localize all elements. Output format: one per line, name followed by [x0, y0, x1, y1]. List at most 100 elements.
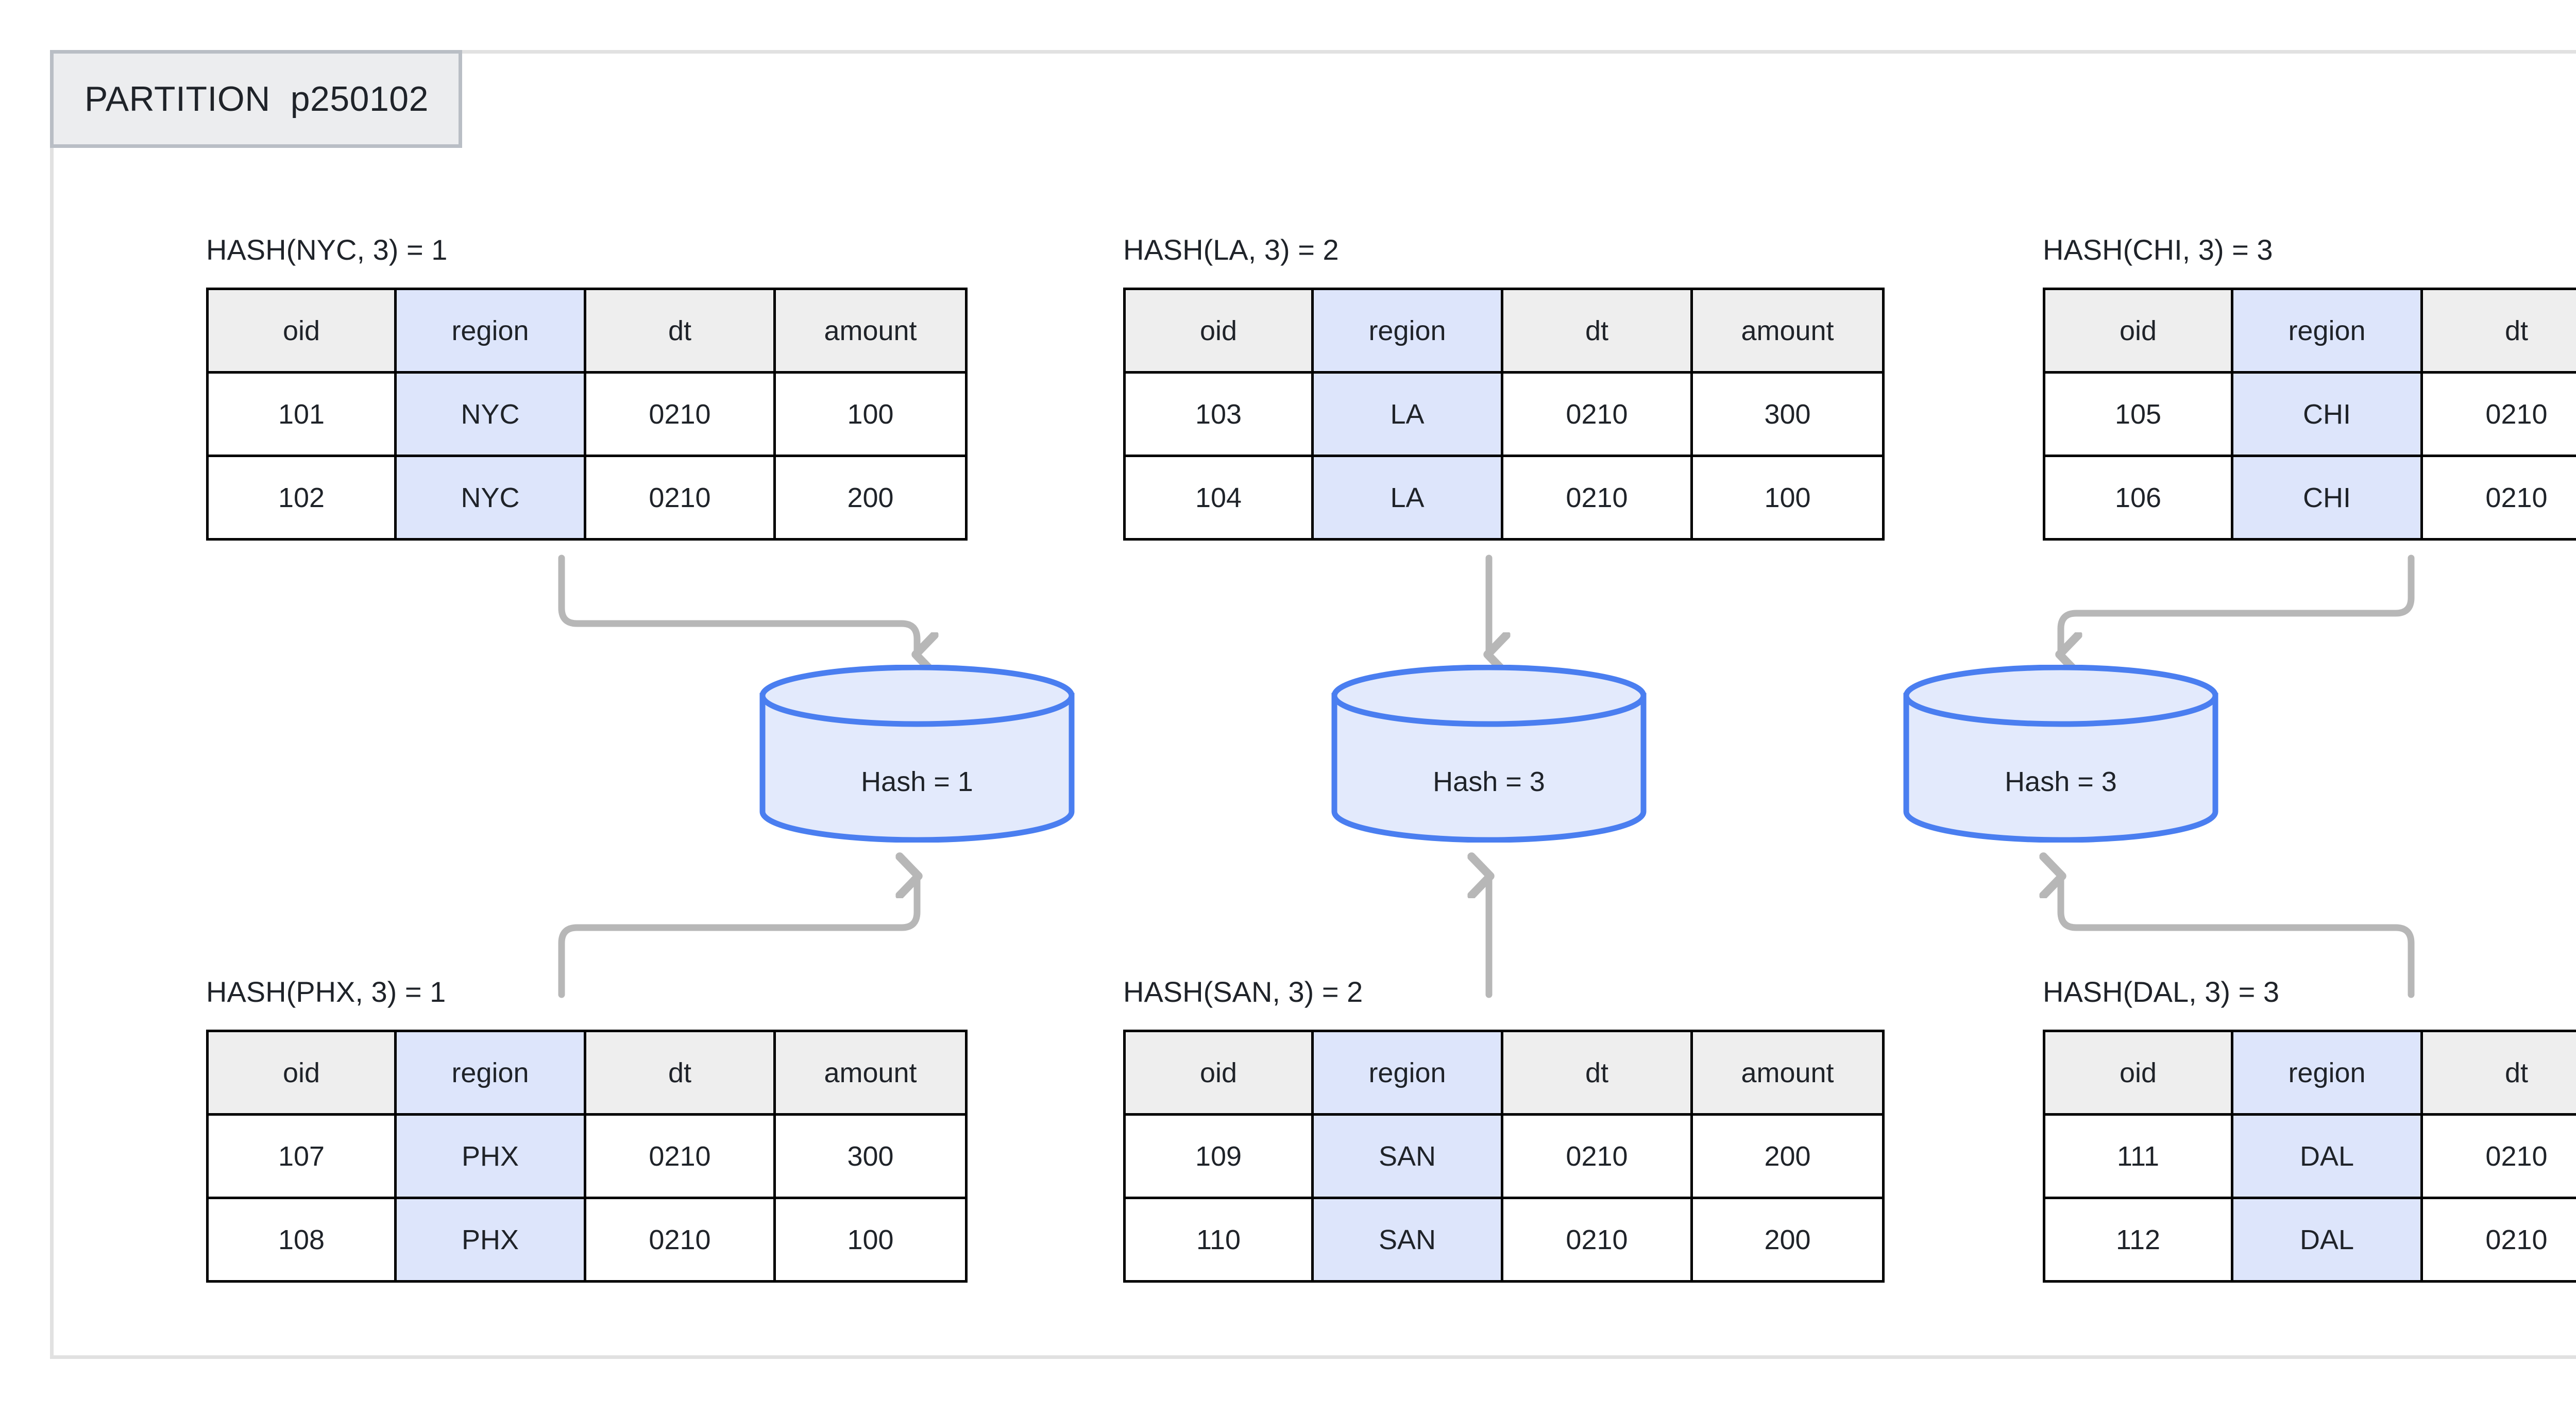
- cell-oid: 104: [1123, 455, 1314, 541]
- table-row: 110 SAN 0210 200: [1123, 1197, 1885, 1283]
- column-header-oid: oid: [1123, 1030, 1314, 1116]
- column-header-amount: amount: [1690, 288, 1885, 374]
- hash-caption-san: HASH(SAN, 3) = 2: [1123, 976, 1363, 1008]
- table-row: 102 NYC 0210 200: [206, 455, 968, 541]
- connector-dal-to-bucket3: [2061, 876, 2415, 998]
- database-cylinder-icon: [759, 664, 1075, 843]
- cell-region: DAL: [2231, 1197, 2423, 1283]
- table-header-row: oid region dt amount: [206, 1030, 968, 1116]
- column-header-region: region: [394, 1030, 586, 1116]
- cell-dt: 0210: [2420, 371, 2576, 457]
- hash-caption-phx: HASH(PHX, 3) = 1: [206, 976, 446, 1008]
- database-cylinder-icon: [1331, 664, 1647, 843]
- table-row: 111 DAL 0210 100: [2043, 1113, 2576, 1199]
- hash-caption-la: HASH(LA, 3) = 2: [1123, 233, 1339, 266]
- column-header-region: region: [2231, 1030, 2423, 1116]
- cell-region: NYC: [394, 455, 586, 541]
- table-chi: oid region dt amount 105 CHI 0210 200 10…: [2043, 288, 2576, 541]
- column-header-oid: oid: [1123, 288, 1314, 374]
- column-header-region: region: [2231, 288, 2423, 374]
- cell-dt: 0210: [1501, 1113, 1693, 1199]
- cell-amount: 100: [1690, 455, 1885, 541]
- cell-amount: 100: [773, 371, 968, 457]
- column-header-oid: oid: [2043, 1030, 2233, 1116]
- cell-region: PHX: [394, 1113, 586, 1199]
- cell-amount: 200: [773, 455, 968, 541]
- table-row: 103 LA 0210 300: [1123, 371, 1885, 457]
- table-header-row: oid region dt amount: [2043, 288, 2576, 374]
- cell-amount: 100: [773, 1197, 968, 1283]
- column-header-region: region: [394, 288, 586, 374]
- table-nyc: oid region dt amount 101 NYC 0210 100 10…: [206, 288, 968, 541]
- table-row: 112 DAL 0210 200: [2043, 1197, 2576, 1283]
- cell-dt: 0210: [1501, 371, 1693, 457]
- column-header-dt: dt: [2420, 288, 2576, 374]
- cell-dt: 0210: [2420, 1113, 2576, 1199]
- cell-region: LA: [1311, 455, 1503, 541]
- table-header-row: oid region dt amount: [1123, 1030, 1885, 1116]
- connector-nyc-to-bucket1: [558, 554, 917, 654]
- connector-phx-to-bucket1: [558, 876, 917, 998]
- hash-bucket-3: Hash = 3: [1901, 664, 2221, 843]
- table-row: 104 LA 0210 100: [1123, 455, 1885, 541]
- cell-amount: 300: [1690, 371, 1885, 457]
- hash-caption-chi: HASH(CHI, 3) = 3: [2043, 233, 2273, 266]
- column-header-oid: oid: [206, 288, 397, 374]
- column-header-dt: dt: [2420, 1030, 2576, 1116]
- hash-bucket-1: Hash = 1: [757, 664, 1077, 843]
- cell-region: SAN: [1311, 1197, 1503, 1283]
- cell-region: CHI: [2231, 371, 2423, 457]
- cell-amount: 200: [1690, 1113, 1885, 1199]
- table-row: 107 PHX 0210 300: [206, 1113, 968, 1199]
- cell-oid: 103: [1123, 371, 1314, 457]
- column-header-dt: dt: [584, 1030, 776, 1116]
- column-header-dt: dt: [1501, 288, 1693, 374]
- table-header-row: oid region dt amount: [2043, 1030, 2576, 1116]
- table-row: 109 SAN 0210 200: [1123, 1113, 1885, 1199]
- table-dal: oid region dt amount 111 DAL 0210 100 11…: [2043, 1030, 2576, 1283]
- cell-oid: 111: [2043, 1113, 2233, 1199]
- connector-chi-to-bucket3: [2061, 554, 2415, 654]
- column-header-region: region: [1311, 1030, 1503, 1116]
- table-row: 108 PHX 0210 100: [206, 1197, 968, 1283]
- cell-region: DAL: [2231, 1113, 2423, 1199]
- cell-region: CHI: [2231, 455, 2423, 541]
- hash-caption-nyc: HASH(NYC, 3) = 1: [206, 233, 448, 266]
- table-row: 106 CHI 0210 100: [2043, 455, 2576, 541]
- cell-oid: 108: [206, 1197, 397, 1283]
- cell-region: SAN: [1311, 1113, 1503, 1199]
- cell-region: LA: [1311, 371, 1503, 457]
- cell-oid: 102: [206, 455, 397, 541]
- cell-oid: 110: [1123, 1197, 1314, 1283]
- table-san: oid region dt amount 109 SAN 0210 200 11…: [1123, 1030, 1885, 1283]
- table-row: 105 CHI 0210 200: [2043, 371, 2576, 457]
- cell-dt: 0210: [584, 371, 776, 457]
- cell-region: NYC: [394, 371, 586, 457]
- table-row: 101 NYC 0210 100: [206, 371, 968, 457]
- cell-dt: 0210: [1501, 455, 1693, 541]
- column-header-dt: dt: [584, 288, 776, 374]
- column-header-amount: amount: [773, 288, 968, 374]
- cell-oid: 101: [206, 371, 397, 457]
- column-header-oid: oid: [2043, 288, 2233, 374]
- cell-amount: 200: [1690, 1197, 1885, 1283]
- column-header-amount: amount: [1690, 1030, 1885, 1116]
- partition-title: PARTITION p250102: [50, 50, 462, 148]
- cell-dt: 0210: [584, 455, 776, 541]
- table-phx: oid region dt amount 107 PHX 0210 300 10…: [206, 1030, 968, 1283]
- table-la: oid region dt amount 103 LA 0210 300 104…: [1123, 288, 1885, 541]
- table-header-row: oid region dt amount: [206, 288, 968, 374]
- cell-oid: 106: [2043, 455, 2233, 541]
- cell-dt: 0210: [2420, 1197, 2576, 1283]
- cell-dt: 0210: [1501, 1197, 1693, 1283]
- cell-amount: 300: [773, 1113, 968, 1199]
- cell-oid: 109: [1123, 1113, 1314, 1199]
- database-cylinder-icon: [1903, 664, 2218, 843]
- cell-oid: 112: [2043, 1197, 2233, 1283]
- cell-oid: 107: [206, 1113, 397, 1199]
- hash-caption-dal: HASH(DAL, 3) = 3: [2043, 976, 2280, 1008]
- cell-dt: 0210: [2420, 455, 2576, 541]
- column-header-amount: amount: [773, 1030, 968, 1116]
- column-header-oid: oid: [206, 1030, 397, 1116]
